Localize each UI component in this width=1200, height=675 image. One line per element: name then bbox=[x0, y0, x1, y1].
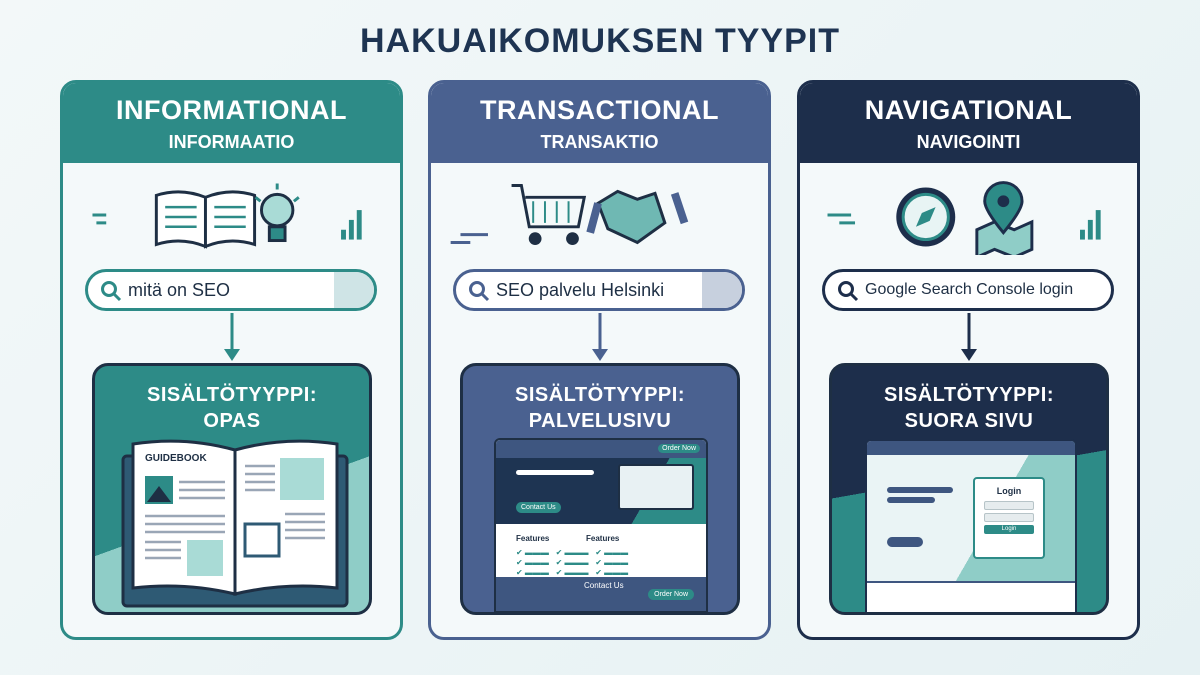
search-icon bbox=[838, 281, 859, 302]
username-field[interactable] bbox=[984, 501, 1034, 510]
search-query: Google Search Console login bbox=[865, 281, 1074, 298]
contact-button[interactable]: Contact Us bbox=[516, 502, 561, 513]
compass-icon bbox=[896, 187, 956, 247]
guidebook-illustration bbox=[121, 439, 349, 608]
bar-chart-icon bbox=[341, 210, 362, 240]
search-bar[interactable]: mitä on SEO bbox=[85, 269, 377, 311]
content-type-box: SISÄLTÖTYYPPI: SUORA SIVU Login Login bbox=[829, 363, 1109, 615]
panel-title: INFORMATIONAL bbox=[116, 95, 347, 125]
shopping-cart-icon bbox=[511, 184, 587, 245]
panel-subtitle: TRANSAKTIO bbox=[540, 132, 659, 152]
page-title: HAKUAIKOMUKSEN TYYPIT bbox=[359, 22, 841, 60]
search-query: mitä on SEO bbox=[128, 279, 231, 300]
search-icon bbox=[469, 281, 490, 302]
panel-header: INFORMATIONAL INFORMAATIO bbox=[63, 83, 400, 163]
panel-header: NAVIGATIONAL NAVIGOINTI bbox=[800, 83, 1137, 163]
content-label: SISÄLTÖTYYPPI: bbox=[147, 384, 317, 406]
laptop-icon bbox=[618, 464, 694, 510]
content-type: OPAS bbox=[203, 410, 261, 432]
password-field[interactable] bbox=[984, 513, 1034, 522]
nav-order-button[interactable]: Order Now bbox=[658, 444, 700, 453]
map-pin-icon bbox=[975, 181, 1034, 255]
login-form: Login Login bbox=[973, 477, 1045, 559]
panel-header: TRANSACTIONAL TRANSAKTIO bbox=[431, 83, 768, 163]
content-type-box: SISÄLTÖTYYPPI: OPAS GUIDEBOOK bbox=[92, 363, 372, 615]
handshake-icon bbox=[586, 189, 689, 245]
features-heading: Features bbox=[586, 534, 620, 543]
features-heading: Features bbox=[516, 534, 550, 543]
login-button[interactable]: Login bbox=[984, 525, 1034, 534]
search-icon bbox=[101, 281, 122, 302]
guidebook-title: GUIDEBOOK bbox=[145, 453, 207, 464]
content-type: PALVELUSIVU bbox=[528, 410, 672, 432]
arrow-down-icon bbox=[960, 313, 977, 361]
login-page-mockup: Login Login bbox=[865, 439, 1077, 612]
arrow-down-icon bbox=[591, 313, 608, 361]
open-book-icon bbox=[154, 190, 257, 249]
arrow-down-icon bbox=[223, 313, 240, 361]
icon-row bbox=[827, 181, 1101, 255]
footer-order-button[interactable]: Order Now bbox=[648, 589, 694, 600]
content-label: SISÄLTÖTYYPPI: bbox=[884, 384, 1054, 406]
search-bar[interactable]: SEO palvelu Helsinki bbox=[453, 269, 745, 311]
panel-title: NAVIGATIONAL bbox=[864, 95, 1073, 125]
service-page-mockup: Order Now Contact Us Features Features ✔… bbox=[494, 438, 708, 612]
search-query: SEO palvelu Helsinki bbox=[496, 279, 665, 300]
login-title: Login bbox=[996, 486, 1022, 496]
content-type-box: SISÄLTÖTYYPPI: PALVELUSIVU Order Now Cont… bbox=[460, 363, 740, 615]
lightbulb-icon bbox=[254, 183, 300, 243]
panel-informational: INFORMATIONAL INFORMAATIO mitä on SEO SI… bbox=[60, 80, 403, 640]
icon-row bbox=[450, 184, 689, 245]
content-type: SUORA SIVU bbox=[904, 410, 1034, 432]
decor-lines bbox=[92, 213, 107, 225]
checklist: ✔ ▬▬▬ ✔ ▬▬▬ ✔ ▬▬▬ ✔ ▬▬▬ ✔ ▬▬▬ ✔ ▬▬▬ ✔ ▬▬… bbox=[516, 548, 629, 577]
panel-transactional: TRANSACTIONAL TRANSAKTIO SEO palvelu Hel… bbox=[428, 80, 771, 640]
panel-navigational: NAVIGATIONAL NAVIGOINTI Google Search Co… bbox=[797, 80, 1140, 640]
panel-title: TRANSACTIONAL bbox=[480, 95, 719, 125]
search-bar[interactable]: Google Search Console login bbox=[822, 269, 1114, 311]
panel-subtitle: INFORMAATIO bbox=[168, 132, 295, 152]
content-label: SISÄLTÖTYYPPI: bbox=[515, 384, 685, 406]
icon-row bbox=[92, 183, 362, 249]
panel-subtitle: NAVIGOINTI bbox=[916, 132, 1021, 152]
footer-contact-heading: Contact Us bbox=[584, 581, 624, 590]
